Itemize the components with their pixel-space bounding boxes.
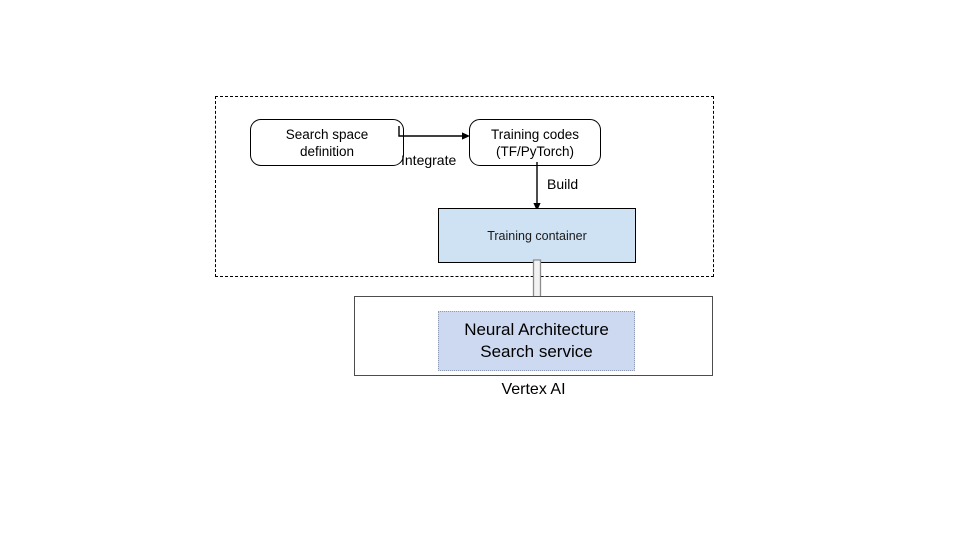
- edge-build-arrow: [533, 162, 541, 211]
- node-training-codes-label-line1: Training codes: [490, 126, 580, 142]
- node-training-container-label: Training container: [487, 228, 587, 243]
- node-search-space-definition[interactable]: Search space definition: [250, 119, 404, 166]
- node-training-container[interactable]: Training container: [438, 208, 636, 263]
- node-neural-architecture-search-service[interactable]: Neural Architecture Search service: [438, 311, 635, 371]
- node-nas-label-line1: Neural Architecture: [464, 320, 609, 339]
- node-vertex-ai-label: Vertex AI: [501, 381, 566, 398]
- node-training-codes-label-line2: (TF/PyTorch): [495, 143, 574, 159]
- edge-build-label: Build: [547, 176, 579, 192]
- node-search-space-label-line2: definition: [299, 143, 355, 159]
- node-training-codes[interactable]: Training codes (TF/PyTorch): [469, 119, 601, 166]
- edge-integrate-arrow: [398, 126, 470, 140]
- node-search-space-label-line1: Search space: [285, 126, 369, 142]
- edge-integrate-label: Integrate: [401, 152, 457, 168]
- user-workflow-group-boundary: [215, 96, 714, 277]
- node-nas-label-line2: Search service: [480, 342, 593, 361]
